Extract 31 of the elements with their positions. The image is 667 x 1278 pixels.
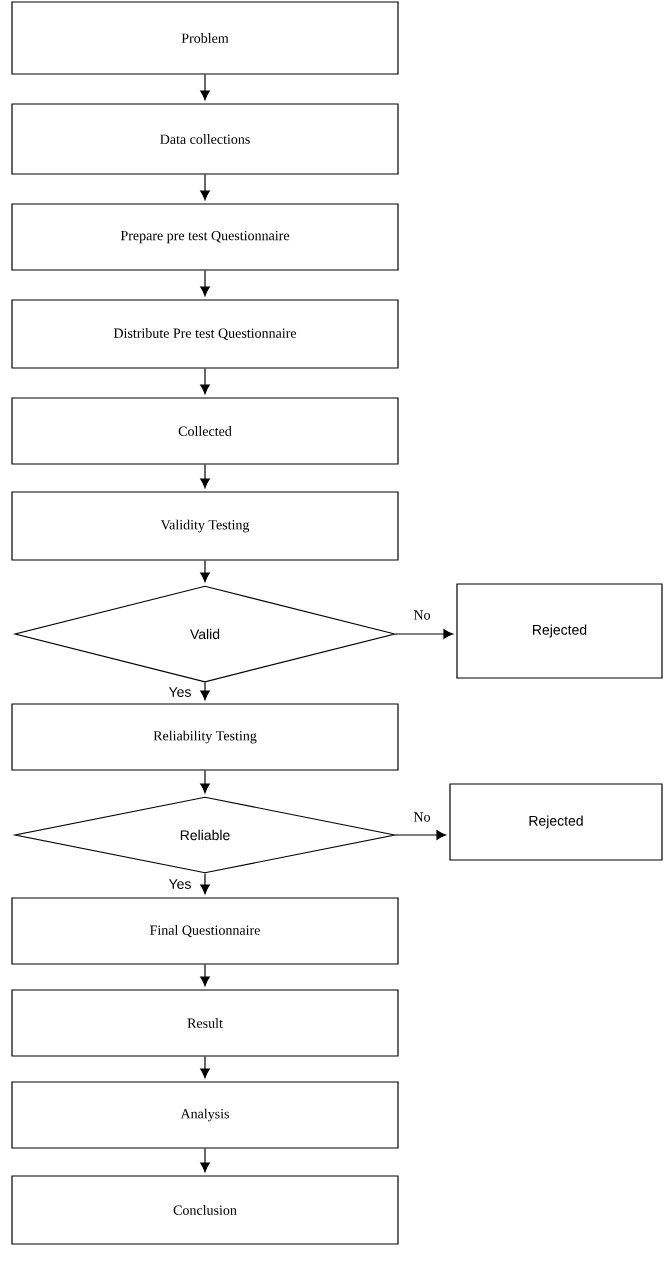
process-box: Final Questionnaire (11, 897, 399, 965)
arrow (200, 560, 210, 583)
arrow (200, 1148, 210, 1173)
process-box: Distribute Pre test Questionnaire (11, 299, 399, 369)
process-box: Rejected (449, 783, 663, 861)
process-box: Analysis (11, 1081, 399, 1149)
edge-label: No (412, 609, 432, 621)
edge-label: Yes (167, 878, 193, 890)
arrow (200, 964, 210, 987)
process-box: Result (11, 989, 399, 1057)
process-box: Data collections (11, 103, 399, 175)
process-box: Rejected (456, 583, 663, 679)
process-box: Prepare pre test Questionnaire (11, 203, 399, 271)
arrow (200, 1056, 210, 1079)
arrow (200, 174, 210, 201)
arrow (200, 770, 210, 794)
edge-label: No (412, 811, 432, 823)
edge-label: Yes (167, 686, 193, 698)
arrow (200, 464, 210, 489)
process-box: Validity Testing (11, 491, 399, 561)
arrow (200, 270, 210, 297)
process-box: Problem (11, 1, 399, 75)
arrow (200, 682, 210, 701)
arrow (200, 74, 210, 101)
arrow (395, 830, 447, 840)
process-box: Collected (11, 397, 399, 465)
arrow (395, 629, 454, 639)
process-box: Conclusion (11, 1175, 399, 1245)
process-box: Reliability Testing (11, 703, 399, 771)
arrow (200, 873, 210, 895)
arrow (200, 368, 210, 395)
